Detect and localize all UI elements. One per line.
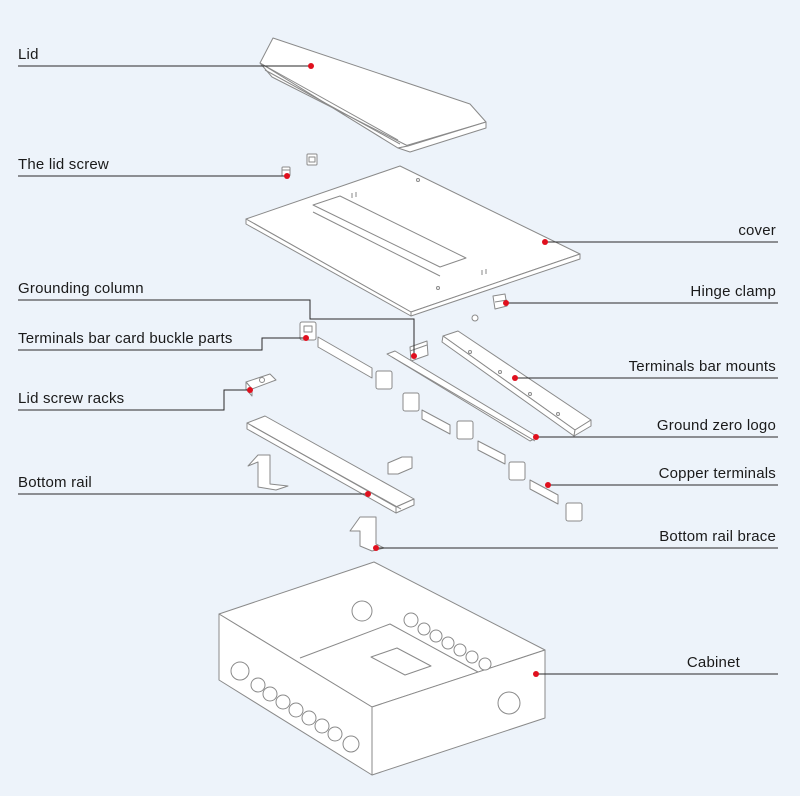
hinge-clamp-marker (503, 300, 509, 306)
label-lid-screw-racks: Lid screw racks (18, 390, 125, 407)
copper-terminals-parts (317, 336, 559, 505)
lid-screw-marker (284, 173, 290, 179)
label-lid-screw: The lid screw (18, 156, 109, 173)
label-terminals-bar-card-buckle-parts: Terminals bar card buckle parts (18, 330, 233, 347)
hinge-clamp-part (471, 293, 508, 322)
bottom-rail-marker (365, 491, 371, 497)
cover-marker (542, 239, 548, 245)
label-grounding-column: Grounding column (18, 280, 144, 297)
label-ground-zero-logo: Ground zero logo (656, 417, 776, 434)
copper-terminals-marker (545, 482, 551, 488)
buckle-parts-marker (303, 335, 309, 341)
label-terminals-bar-mounts: Terminals bar mounts (628, 358, 776, 375)
screw-racks-marker (247, 387, 253, 393)
label-bottom-rail: Bottom rail (18, 474, 92, 491)
rail-brace-marker (373, 545, 379, 551)
cabinet-part (218, 561, 546, 776)
ground-logo-marker (533, 434, 539, 440)
leader-lines (18, 65, 778, 675)
bar-mounts-marker (512, 375, 518, 381)
marker-dots (247, 63, 551, 677)
grounding-column-marker (411, 353, 417, 359)
bottom-rail-part (246, 415, 415, 514)
cover-part (245, 165, 581, 317)
lid-part (259, 37, 487, 153)
terminal-buckle-parts (299, 321, 583, 522)
cabinet-marker (533, 671, 539, 677)
label-copper-terminals: Copper terminals (658, 465, 776, 482)
lid-screw-part (281, 153, 318, 177)
label-cabinet: Cabinet (686, 654, 740, 671)
label-hinge-clamp: Hinge clamp (690, 283, 776, 300)
rail-clip-parts (247, 454, 413, 552)
terminals-bar-mount-part (441, 330, 592, 437)
lid-marker (308, 63, 314, 69)
label-bottom-rail-brace: Bottom rail brace (659, 528, 776, 545)
label-cover: cover (738, 222, 776, 239)
label-lid: Lid (18, 46, 39, 63)
